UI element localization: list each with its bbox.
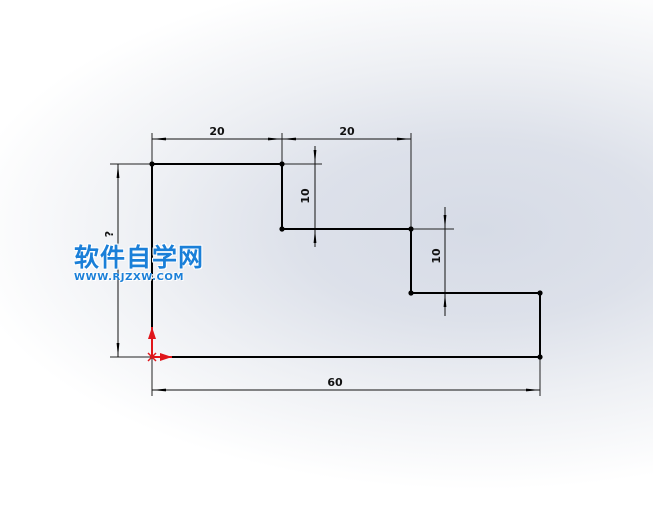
dim-text-step-1[interactable]: 10 [299, 188, 312, 204]
vertex-point[interactable] [149, 161, 155, 167]
vertex-point[interactable] [537, 290, 543, 296]
dim-text-top-1[interactable]: 20 [209, 125, 225, 138]
dimension-lines [116, 137, 540, 392]
vertex-point[interactable] [279, 161, 285, 167]
dim-text-top-2[interactable]: 20 [339, 125, 355, 138]
sketch-vertices [149, 161, 543, 360]
vertex-point[interactable] [408, 290, 414, 296]
dim-text-step-2[interactable]: 10 [430, 248, 443, 264]
vertex-point[interactable] [537, 354, 543, 360]
dim-text-bottom-width[interactable]: 60 [327, 376, 343, 389]
sketch-profile[interactable] [151, 163, 541, 358]
vertex-point[interactable] [408, 226, 414, 232]
dim-text-left-height[interactable]: ? [103, 231, 116, 237]
vertex-point[interactable] [279, 226, 285, 232]
origin-icon [147, 327, 172, 362]
